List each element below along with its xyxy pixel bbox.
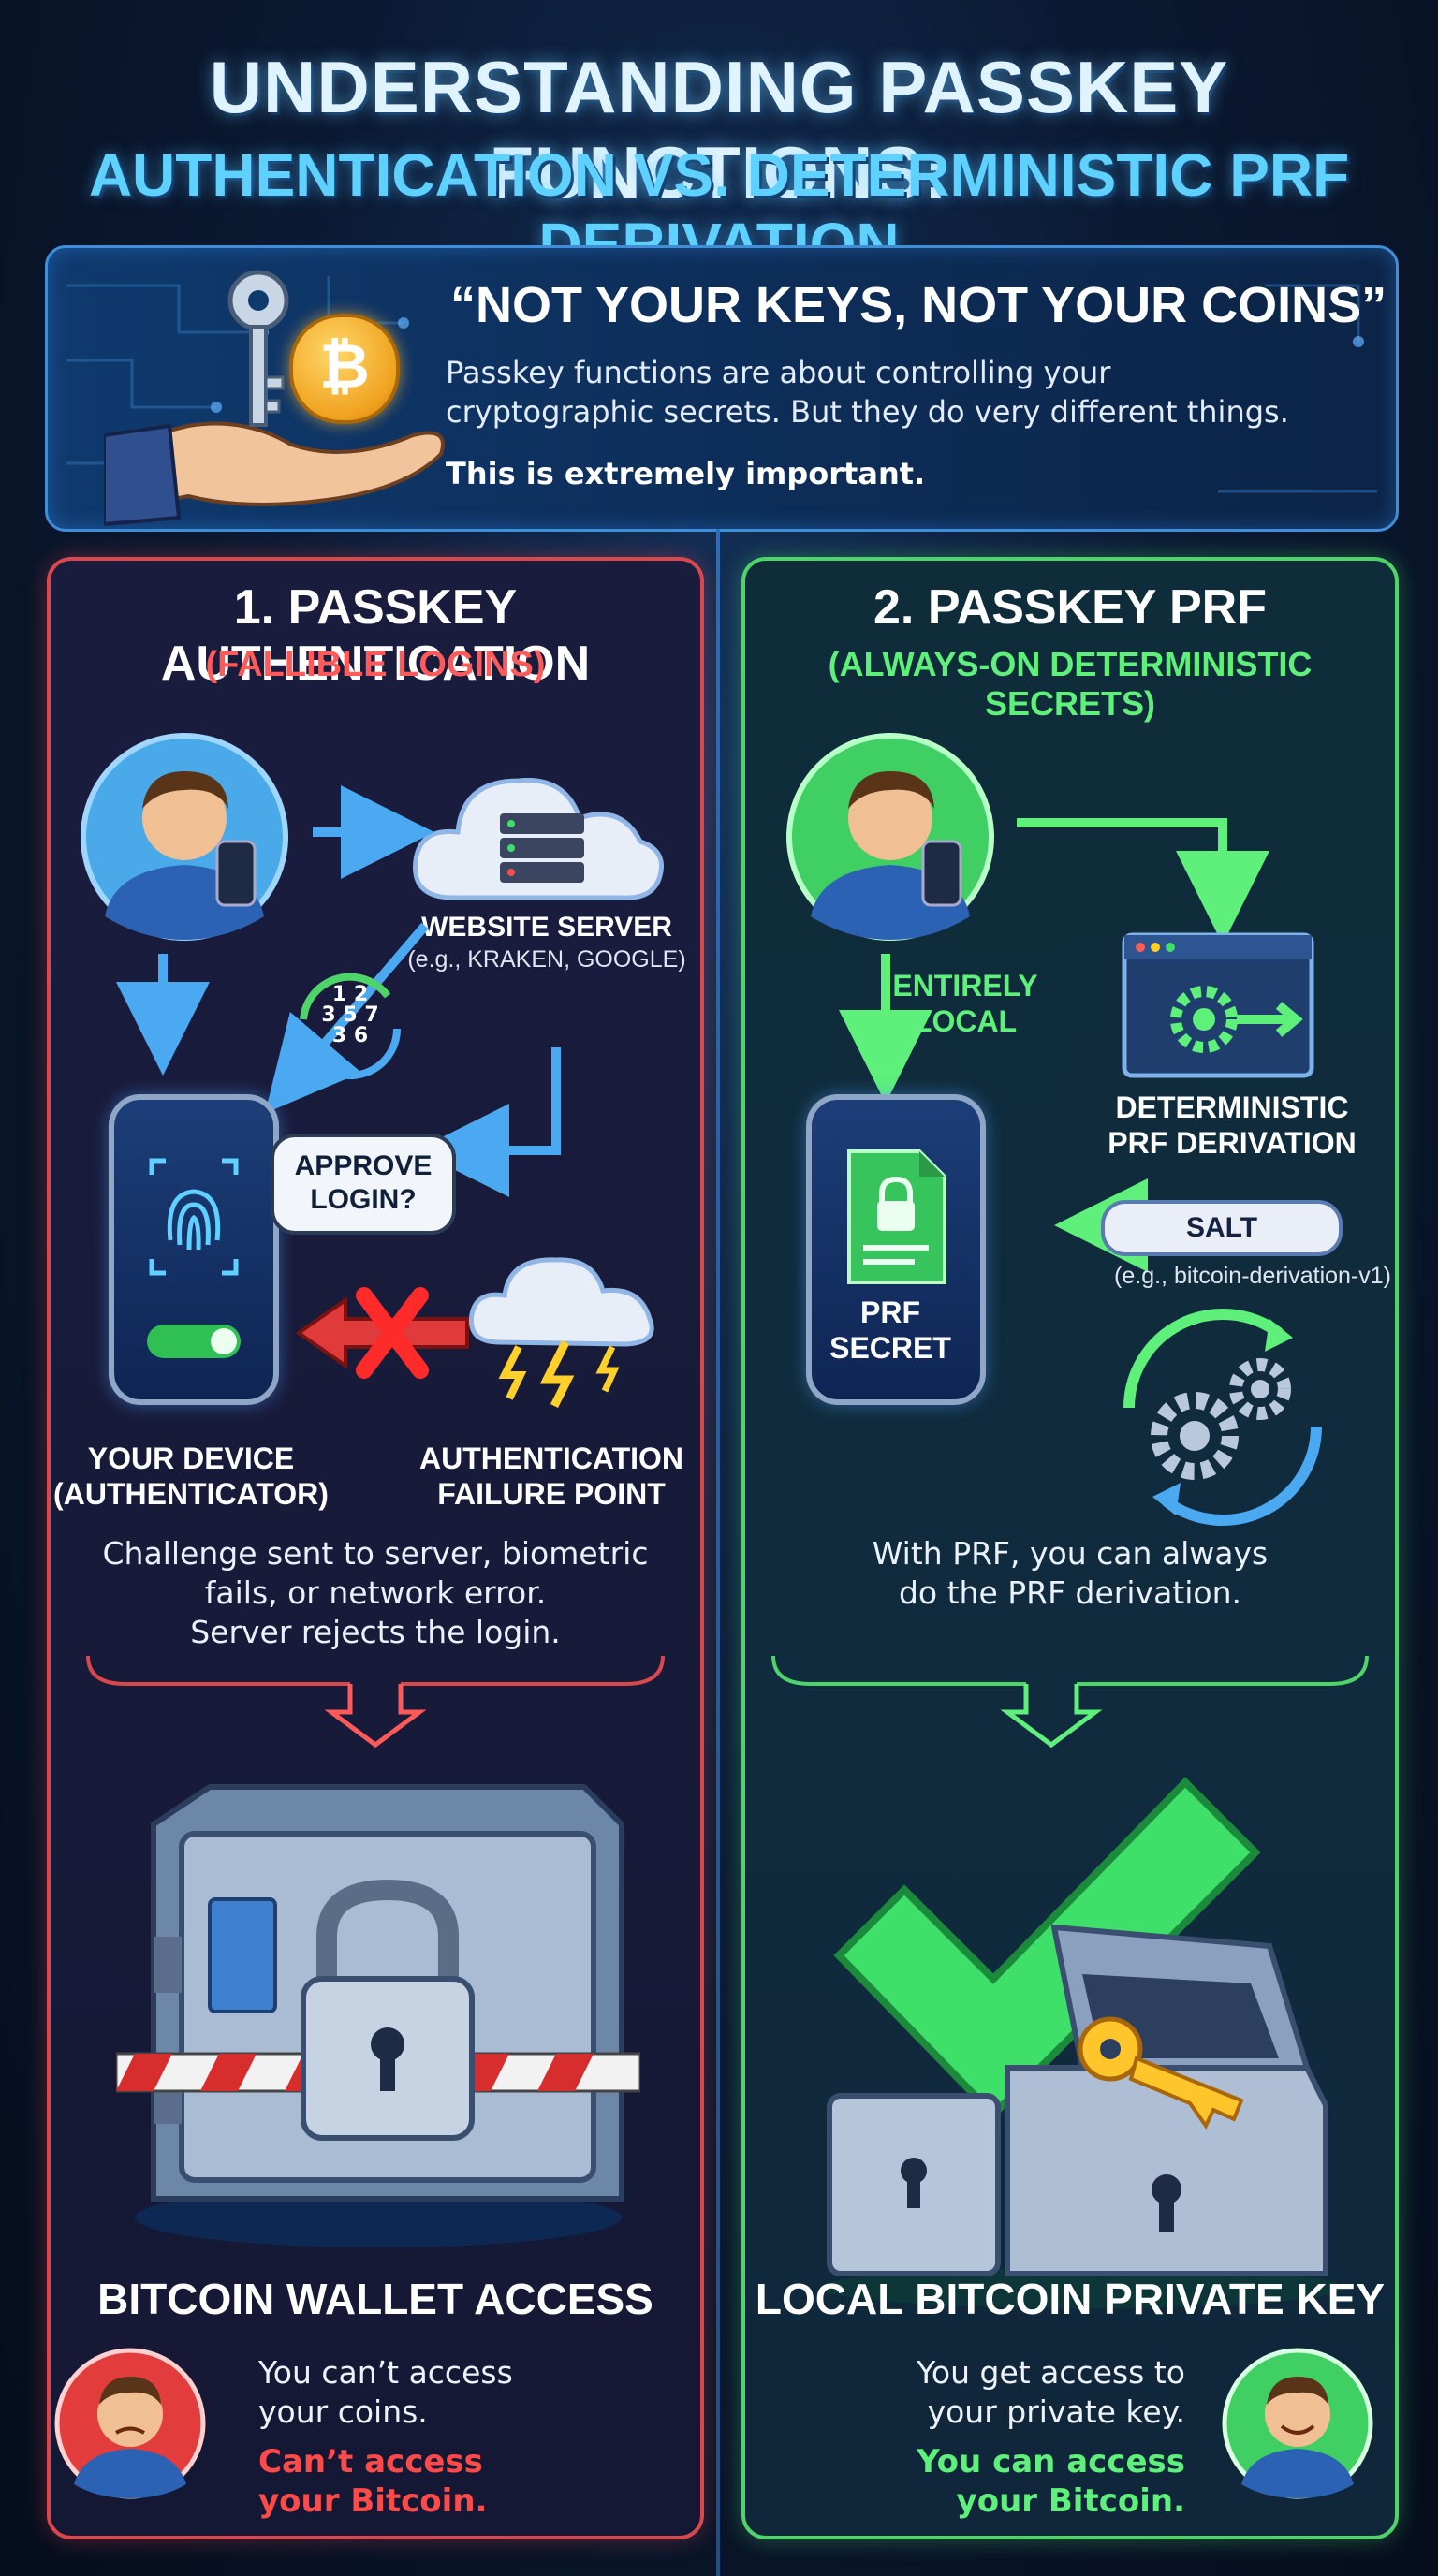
prf-description-line: With PRF, you can always	[872, 1535, 1269, 1572]
prf-panel-title: 2. PASSKEY PRF	[873, 580, 1267, 635]
salt-label: SALT	[1185, 1212, 1258, 1243]
device-label-line: YOUR DEVICE	[87, 1442, 295, 1475]
prf-phone: PRF SECRET	[806, 1094, 986, 1405]
auth-panel-subtitle: (FALLIBLE LOGINS)	[205, 645, 546, 684]
user-avatar-icon	[786, 733, 994, 941]
open-hand-icon	[104, 421, 445, 527]
gears-cycle-icon	[1123, 1309, 1322, 1526]
secret-document-icon	[847, 1149, 946, 1284]
authentication-panel: 1. PASSKEY AUTHENTICATION (FALLIBLE LOGI…	[47, 557, 704, 2539]
auth-description-line: Server rejects the login.	[190, 1614, 561, 1650]
locked-safe-icon	[116, 1784, 640, 2247]
wallet-access-text-line: You can’t access	[258, 2354, 513, 2391]
salt-pill: SALT	[1101, 1200, 1343, 1256]
checkmark-icon	[833, 1777, 1261, 2120]
private-key-text: You get access to your private key.	[745, 2353, 1185, 2432]
code-digit: 6	[353, 1024, 369, 1047]
failure-label: AUTHENTICATION FAILURE POINT	[406, 1441, 697, 1512]
auth-description-line: fails, or network error.	[204, 1574, 547, 1611]
authenticator-phone	[109, 1094, 279, 1405]
intro-banner: ₿ “NOT YOUR KEYS, NOT YOUR COINS” Passke…	[45, 245, 1399, 532]
storm-cloud-icon	[468, 1257, 654, 1408]
code-digit: 5	[343, 1003, 358, 1027]
prf-description: With PRF, you can always do the PRF deri…	[745, 1534, 1395, 1613]
prf-derivation-line: PRF DERIVATION	[1108, 1126, 1357, 1160]
intro-text: Passkey functions are about controlling …	[446, 353, 1289, 432]
salt-example: (e.g., bitcoin-derivation-v1)	[1114, 1263, 1391, 1289]
prf-derivation-icon	[1122, 932, 1314, 1078]
prf-secret-line: SECRET	[829, 1331, 951, 1365]
code-digit: 3	[321, 1003, 336, 1027]
code-digit: 2	[353, 983, 369, 1006]
intro-emphasis: This is extremely important.	[446, 456, 926, 491]
auth-panel-title: 1. PASSKEY AUTHENTICATION	[160, 580, 591, 691]
user-avatar-icon	[81, 733, 288, 941]
down-arrow-icon	[771, 1655, 1369, 1749]
open-safe-with-key-icon	[820, 1924, 1344, 2308]
device-label-line: (AUTHENTICATOR)	[53, 1477, 329, 1511]
entirely-local-label: ENTIRELY LOCAL	[867, 968, 1064, 1039]
cloud-server-icon	[413, 778, 664, 900]
wallet-access-emphasis: Can’t access your Bitcoin.	[258, 2442, 487, 2521]
code-digit: 7	[364, 1003, 379, 1027]
prf-secret-line: PRF	[860, 1295, 920, 1329]
wallet-access-emphasis-line: Can’t access	[258, 2443, 483, 2481]
approve-login-bubble: APPROVE LOGIN?	[271, 1134, 456, 1235]
bubble-text: LOGIN?	[310, 1184, 417, 1215]
prf-description-line: do the PRF derivation.	[898, 1574, 1241, 1611]
auth-description-line: Challenge sent to server, biometric	[102, 1535, 649, 1572]
prf-panel: 2. PASSKEY PRF (ALWAYS-ON DETERMINISTIC …	[741, 557, 1399, 2539]
intro-text-line: cryptographic secrets. But they do very …	[446, 394, 1289, 430]
private-key-title: LOCAL BITCOIN PRIVATE KEY	[755, 2275, 1386, 2323]
private-key-emphasis: You can access your Bitcoin.	[745, 2442, 1185, 2521]
auth-description: Challenge sent to server, biometric fail…	[51, 1534, 700, 1652]
failure-label-line: AUTHENTICATION	[418, 1442, 684, 1475]
device-label: YOUR DEVICE (AUTHENTICATOR)	[51, 1441, 331, 1512]
server-label: WEBSITE SERVER	[421, 912, 672, 943]
approve-toggle[interactable]	[147, 1325, 241, 1358]
prf-panel-subtitle: (ALWAYS-ON DETERMINISTIC SECRETS)	[828, 645, 1313, 723]
wallet-access-text: You can’t access your coins.	[258, 2353, 513, 2432]
bitcoin-coin-icon: ₿	[289, 314, 400, 424]
center-divider	[716, 529, 720, 2576]
wallet-access-title: BITCOIN WALLET ACCESS	[97, 2275, 653, 2323]
bubble-text: APPROVE	[294, 1150, 433, 1181]
entirely-local-line: LOCAL	[913, 1004, 1018, 1038]
key-icon	[227, 270, 289, 427]
server-examples: (e.g., KRAKEN, GOOGLE)	[407, 946, 686, 973]
fingerprint-icon	[149, 1158, 239, 1276]
private-key-text-line: You get access to	[917, 2354, 1185, 2391]
circuit-pattern	[66, 276, 1377, 493]
code-digits: 1 2 3 5 7 3 6	[315, 985, 386, 1046]
prf-derivation-line: DETERMINISTIC	[1115, 1090, 1349, 1124]
intro-text-line: Passkey functions are about controlling …	[446, 355, 1111, 390]
prf-secret-label: PRF SECRET	[812, 1295, 969, 1366]
blocked-x-icon	[295, 1287, 469, 1379]
intro-quote: “NOT YOUR KEYS, NOT YOUR COINS”	[450, 277, 1387, 333]
happy-user-avatar-icon	[1222, 2348, 1373, 2499]
wallet-access-emphasis-line: your Bitcoin.	[258, 2482, 488, 2520]
private-key-text-line: your private key.	[927, 2393, 1185, 2430]
sad-user-avatar-icon	[54, 2348, 206, 2499]
prf-derivation-label: DETERMINISTIC PRF DERIVATION	[1073, 1090, 1391, 1161]
wallet-access-text-line: your coins.	[258, 2393, 428, 2430]
private-key-emphasis-line: your Bitcoin.	[956, 2482, 1185, 2520]
private-key-emphasis-line: You can access	[917, 2443, 1185, 2481]
failure-label-line: FAILURE POINT	[437, 1477, 666, 1511]
code-cycle-icon	[300, 973, 401, 1079]
bitcoin-symbol: ₿	[319, 330, 370, 402]
entirely-local-line: ENTIRELY	[892, 969, 1038, 1003]
code-digit: 1	[331, 983, 347, 1006]
page-title: UNDERSTANDING PASSKEY FUNCTIONS:	[209, 46, 1229, 213]
code-digit: 3	[331, 1024, 347, 1047]
down-arrow-icon	[86, 1655, 665, 1749]
